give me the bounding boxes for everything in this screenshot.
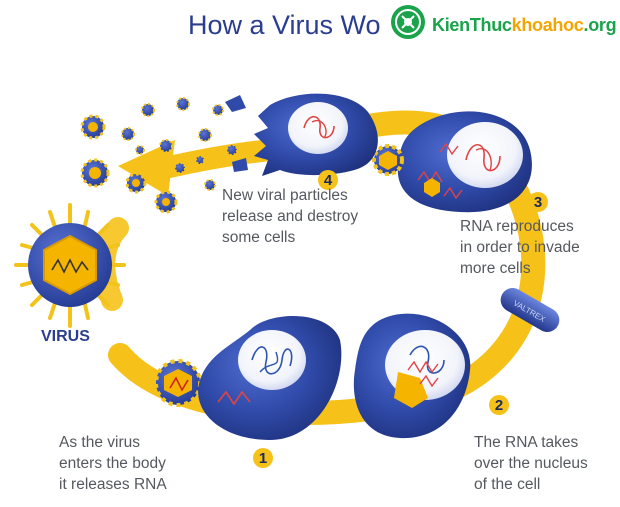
step-4-caption-line: release and destroy xyxy=(222,208,359,225)
cell-step-1 xyxy=(198,316,342,440)
released-virus-particles xyxy=(80,95,248,214)
step-1-caption-line: enters the body xyxy=(59,455,166,472)
step-number-2: 2 xyxy=(489,395,509,415)
step-2-caption-line: The RNA takes xyxy=(474,434,579,451)
step-number-4: 4 xyxy=(318,170,338,190)
step-number-4-text: 4 xyxy=(324,172,333,189)
virus-particle-main xyxy=(14,203,126,328)
watermark: KienThuckhoahoc.org xyxy=(392,4,620,48)
step-number-1-text: 1 xyxy=(259,450,267,467)
step-4-caption: New viral particles release and destroy … xyxy=(222,185,358,248)
watermark-highlight: khoahoc xyxy=(511,15,584,35)
watermark-text: KienThuckhoahoc.org xyxy=(432,15,617,36)
step-4-caption-line: some cells xyxy=(222,229,296,246)
step-3-caption: RNA reproduces in order to invade more c… xyxy=(460,216,580,279)
step-1-caption: As the virus enters the body it releases… xyxy=(59,432,167,495)
step-1-caption-line: As the virus xyxy=(59,434,140,451)
step-3-caption-line: RNA reproduces xyxy=(460,218,574,235)
step-number-3: 3 xyxy=(528,192,548,212)
watermark-suffix: .org xyxy=(583,15,617,35)
step-2-caption: The RNA takes over the nucleus of the ce… xyxy=(474,432,588,495)
page-title: How a Virus Wo xyxy=(188,10,381,40)
step-3-caption-line: in order to invade xyxy=(460,239,580,256)
step-number-3-text: 3 xyxy=(534,194,542,211)
step-2-caption-line: over the nucleus xyxy=(474,455,588,472)
virus-label: VIRUS xyxy=(41,328,90,345)
step-2-caption-line: of the cell xyxy=(474,476,541,493)
step-3-caption-line: more cells xyxy=(460,260,531,277)
cell-step-4 xyxy=(254,93,378,176)
cell-step-3 xyxy=(372,111,532,213)
watermark-main: KienThuc xyxy=(432,15,512,35)
step-number-2-text: 2 xyxy=(495,397,503,414)
cycle-arrow-head xyxy=(118,140,175,196)
step-4-caption-line: New viral particles xyxy=(222,187,348,204)
watermark-logo-icon xyxy=(391,5,425,39)
entering-virus xyxy=(154,359,202,407)
step-number-1: 1 xyxy=(253,448,273,468)
cell-step-2 xyxy=(353,313,471,439)
step-1-caption-line: it releases RNA xyxy=(59,476,167,493)
